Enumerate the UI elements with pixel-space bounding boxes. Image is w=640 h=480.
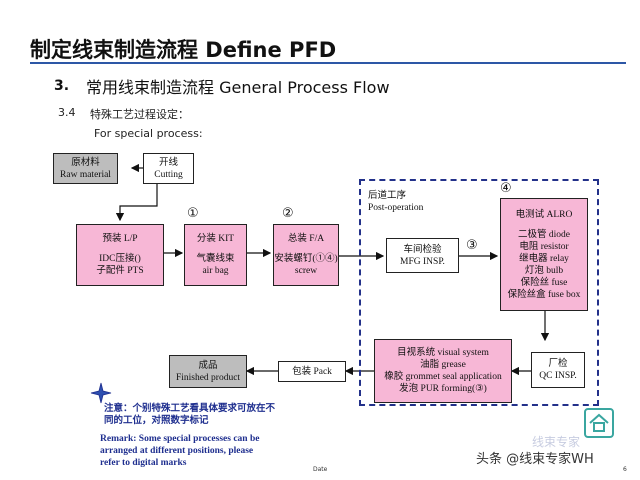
marker-2: ② [282,206,294,221]
subsection-title: 特殊工艺过程设定： [90,108,189,121]
marker-1: ① [187,206,199,221]
source-watermark: 头条 @线束专家WH [476,452,594,467]
special-process-label: For special process: [94,127,203,140]
faint-watermark: 线束专家 [532,435,581,449]
edge-cut-pre [115,183,158,222]
section-number: 3. [54,78,70,94]
node-pre-assembly: 预装 L/P IDC压接()子配件 PTS [76,224,164,286]
page-number: 6 [623,466,627,473]
node-final-assembly: 总装 F/A 安装螺钉(①④)screw [273,224,339,286]
title-rule [30,62,626,64]
marker-4: ④ [500,181,512,196]
home-icon[interactable] [584,408,614,438]
marker-3: ③ [466,238,478,253]
post-operation-label: 后道工序 Post-operation [368,191,424,213]
node-pack: 包装 Pack [278,361,346,382]
subsection-number: 3.4 [58,106,76,119]
note-chinese: 注意：个别特殊工艺看具体要求可放在不同的工位，对照数字标记 [104,403,276,426]
footer-date: Date [313,466,328,473]
post-operation-region [359,179,599,406]
section-title: 常用线束制造流程 General Process Flow [86,78,390,97]
star-icon [90,382,112,404]
page-title: 制定线束制造流程 Define PFD [30,38,337,62]
